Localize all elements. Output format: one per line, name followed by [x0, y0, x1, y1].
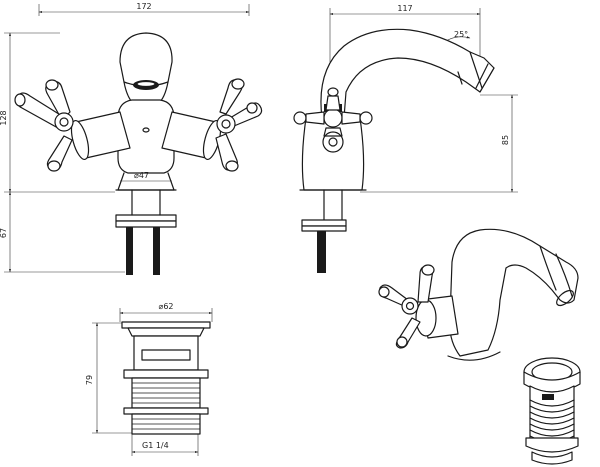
waste-view: ⌀62 79 G1 1/4	[85, 302, 213, 456]
dim-waste-thread: G1 1/4	[131, 433, 199, 456]
side-tail	[301, 189, 347, 273]
dim-front-body-height-label: 128	[0, 110, 8, 125]
dim-spout-angle-label: 25°	[454, 30, 468, 39]
dim-front-tail-length-label: 67	[0, 228, 8, 238]
dim-front-width-label: 172	[136, 2, 151, 11]
front-tails	[115, 189, 177, 275]
dim-front-body-height: 128	[0, 32, 115, 193]
dim-waste-diameter: ⌀62	[119, 302, 213, 322]
dim-side-spout-height: 85	[360, 94, 518, 193]
dim-front-width: 172	[38, 2, 250, 16]
waste-body	[121, 321, 211, 435]
dim-waste-height-label: 79	[85, 375, 94, 385]
dim-side-spout-height-label: 85	[501, 135, 510, 145]
isometric-tap	[378, 228, 579, 361]
dim-waste-diameter-label: ⌀62	[159, 302, 174, 311]
dim-waste-height: 79	[85, 322, 135, 434]
front-tap-body: ⌀47	[115, 32, 177, 191]
isometric-waste	[523, 357, 581, 465]
dim-front-base-diameter-label: ⌀47	[134, 171, 149, 180]
dim-side-spout-reach-label: 117	[397, 4, 412, 13]
front-right-handle	[161, 78, 263, 172]
side-tap-body	[293, 87, 373, 191]
dim-front-tail-length: 67	[0, 191, 125, 273]
side-view: 117 25° 85	[293, 4, 518, 273]
front-left-handle	[14, 79, 131, 172]
front-view: 172 128 67 ⌀47	[0, 2, 263, 275]
dim-waste-thread-label: G1 1/4	[142, 441, 169, 450]
dim-side-spout-reach: 117	[329, 4, 481, 62]
side-spout	[320, 28, 495, 119]
